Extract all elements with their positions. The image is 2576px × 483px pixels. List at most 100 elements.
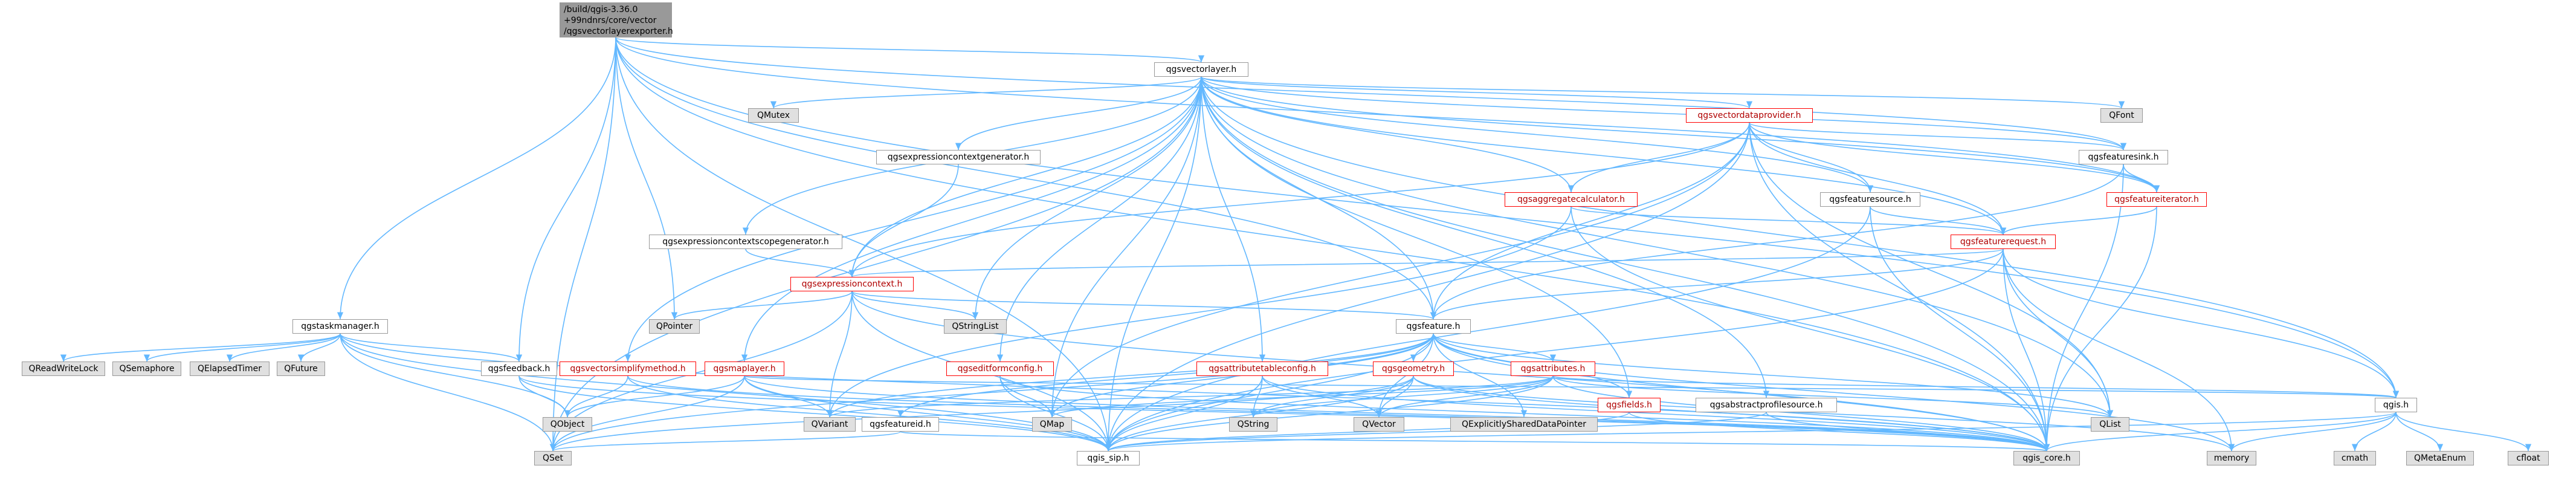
edge-qgsvectorlayer-to-qgsfeaturesink xyxy=(1201,76,2126,151)
edge-qgsfeaturerequest-to-qgis xyxy=(2003,248,2400,398)
edge-qgsfeedback-to-qobject xyxy=(518,375,571,418)
node-qvariant[interactable]: QVariant xyxy=(804,417,856,432)
node-qgsfeaturerequest[interactable]: qgsfeaturerequest.h xyxy=(1951,235,2056,249)
node-qgsgeometry[interactable]: qgsgeometry.h xyxy=(1373,361,1454,376)
node-qvector[interactable]: QVector xyxy=(1354,417,1404,432)
edge-qgsgeometry-to-qgis_core xyxy=(1413,375,2050,452)
edge-qgis-to-memory xyxy=(2228,412,2397,452)
node-qgis-core[interactable]: qgis_core.h xyxy=(2013,451,2080,465)
root-header-node[interactable]: /build/qgis-3.36.0 +99ndnrs/core/vector … xyxy=(560,2,673,37)
edge-qgsvectorlayer-to-qgsexpressioncontext xyxy=(848,76,1202,277)
node-qstring[interactable]: QString xyxy=(1229,417,1277,432)
edge-root-to-qgsfeedback xyxy=(515,37,616,362)
edge-qgsattributes-to-qvector xyxy=(1375,375,1554,418)
edge-qgsvectordataprovider-to-qgis_core xyxy=(1749,122,2050,452)
node-qgsfeatureid[interactable]: qgsfeatureid.h xyxy=(862,417,939,432)
edge-qgis-to-qgis_sip xyxy=(1105,412,2397,452)
edge-qgsfeature-to-qgis_sip xyxy=(1105,333,1434,452)
edge-qgsfeaturesink-to-qgsfeatureiterator xyxy=(2123,164,2160,193)
edge-qgsfeaturerequest-to-memory xyxy=(2003,248,2235,452)
edge-qgsvectorlayer-to-qgseditformconfig xyxy=(996,76,1202,362)
node-qgsvectordataprovider[interactable]: qgsvectordataprovider.h xyxy=(1686,108,1813,123)
edge-root-to-qgsfeaturesink xyxy=(615,37,2126,151)
node-qmutex[interactable]: QMutex xyxy=(748,108,799,123)
node-qobject[interactable]: QObject xyxy=(543,417,592,432)
node-qelapsedtimer[interactable]: QElapsedTimer xyxy=(190,361,270,376)
node-qsemaphore[interactable]: QSemaphore xyxy=(112,361,181,376)
edge-qgsvectorlayer-to-qgis_core xyxy=(1201,76,2050,452)
edge-qgsvectordataprovider-to-qgsfeaturerequest xyxy=(1749,122,2007,235)
edge-qgsfeaturesink-to-qgis_core xyxy=(2043,164,2124,452)
edge-qgsexpressioncontext-to-qstringlist xyxy=(851,291,979,320)
node-qfuture[interactable]: QFuture xyxy=(277,361,325,376)
edge-qgsvectordataprovider-to-qgsfeaturesink xyxy=(1749,122,2126,151)
edge-qgsfeature-to-qgis_core xyxy=(1433,333,2050,452)
edge-qgsvectordataprovider-to-qgsfeaturesource xyxy=(1749,122,1874,193)
node-qgsfields[interactable]: qgsfields.h xyxy=(1598,398,1661,412)
edge-qgsexpressioncontext-to-qpointer xyxy=(671,291,853,320)
edge-qgsattributes-to-qgis_core xyxy=(1552,375,2050,452)
edge-layer xyxy=(60,37,2532,452)
edge-qgsfeaturerequest-to-qgis_core xyxy=(2003,248,2050,452)
node-qmap[interactable]: QMap xyxy=(1032,417,1072,432)
edge-qgsfeaturerequest-to-qgsexpressioncontext xyxy=(849,248,2004,277)
node-qgsexpressioncontextscopegenerator[interactable]: qgsexpressioncontextscopegenerator.h xyxy=(649,235,842,249)
edge-qgsvectorlayer-to-qmutex xyxy=(770,76,1202,109)
edge-qgsmaplayer-to-qset xyxy=(549,375,745,452)
edge-qgsattributes-to-qlist xyxy=(1552,375,2113,418)
edge-qgsattributetableconfig-to-qgis_core xyxy=(1262,375,2050,452)
node-qgsattributetableconfig[interactable]: qgsattributetableconfig.h xyxy=(1196,361,1328,376)
edge-qgsfeaturerequest-to-qgsfeature xyxy=(1430,248,2004,320)
edge-qgsmaplayer-to-qgis_core xyxy=(744,375,2050,452)
node-qgsvectorsimplifymethod[interactable]: qgsvectorsimplifymethod.h xyxy=(560,361,696,376)
edge-qgsattributes-to-qvariant xyxy=(827,375,1554,418)
node-qgsfeatureiterator[interactable]: qgsfeatureiterator.h xyxy=(2106,192,2207,207)
node-qset[interactable]: QSet xyxy=(534,451,572,465)
node-memory[interactable]: memory xyxy=(2207,451,2256,465)
edge-qgstaskmanager-to-qfuture xyxy=(297,333,341,362)
edge-qgsfeedback-to-qgis_sip xyxy=(518,375,1111,452)
node-qgsfeaturesource[interactable]: qgsfeaturesource.h xyxy=(1820,192,1920,207)
node-qgsabstractprofilesource[interactable]: qgsabstractprofilesource.h xyxy=(1696,398,1837,412)
edge-qgsaggregatecalculator-to-qgis_core xyxy=(1570,206,2050,452)
node-qgseditformconfig[interactable]: qgseditformconfig.h xyxy=(946,361,1054,376)
node-qgsvectorlayer[interactable]: qgsvectorlayer.h xyxy=(1154,62,1248,77)
edge-qgsattributes-to-qgis_sip xyxy=(1105,375,1554,452)
node-qmetaenum[interactable]: QMetaEnum xyxy=(2406,451,2474,465)
edge-qgsattributes-to-qstring xyxy=(1250,375,1554,418)
edge-qgsexpressioncontextscopegenerator-to-qgsexpressioncontext xyxy=(745,248,856,277)
node-qpointer[interactable]: QPointer xyxy=(649,319,700,334)
node-qstringlist[interactable]: QStringList xyxy=(944,319,1007,334)
edge-qgsexpressioncontext-to-qgsfeature xyxy=(851,291,1436,320)
node-cmath[interactable]: cmath xyxy=(2334,451,2376,465)
node-qlist[interactable]: QList xyxy=(2091,417,2129,432)
node-qreadwritelock[interactable]: QReadWriteLock xyxy=(22,361,105,376)
node-qfont[interactable]: QFont xyxy=(2100,108,2143,123)
edge-qgsvectorlayer-to-qgsexpressioncontextgenerator xyxy=(955,76,1202,151)
node-qgsexpressioncontextgenerator[interactable]: qgsexpressioncontextgenerator.h xyxy=(876,150,1041,164)
node-qexplicitlyshareddatapointer[interactable]: QExplicitlySharedDataPointer xyxy=(1450,417,1598,432)
node-qgis-sip[interactable]: qgis_sip.h xyxy=(1077,451,1140,465)
edge-qgsaggregatecalculator-to-qgsfeaturerequest xyxy=(1570,206,2006,235)
edge-root-to-qgsvectorlayer xyxy=(615,37,1204,63)
root-label-line-1: /build/qgis-3.36.0 xyxy=(564,5,638,15)
node-qgsfeaturesink[interactable]: qgsfeaturesink.h xyxy=(2079,150,2168,164)
node-qgsfeature[interactable]: qgsfeature.h xyxy=(1396,319,1471,334)
edge-qgsfeaturerequest-to-qlist xyxy=(2003,248,2114,418)
edge-root-to-qgsfeature xyxy=(615,37,1437,320)
node-qgsmaplayer[interactable]: qgsmaplayer.h xyxy=(705,361,784,376)
root-label-line-3: /qgsvectorlayerexporter.h xyxy=(564,27,673,36)
edge-qgsfeaturesink-to-qgsfeature xyxy=(1430,164,2124,320)
node-cfloat[interactable]: cfloat xyxy=(2508,451,2549,465)
node-qgstaskmanager[interactable]: qgstaskmanager.h xyxy=(292,319,388,334)
edge-qgsabstractprofilesource-to-qgis_core xyxy=(1766,412,2050,452)
edge-qgsvectordataprovider-to-qlist xyxy=(1749,122,2114,418)
node-qgsfeedback[interactable]: qgsfeedback.h xyxy=(481,361,557,376)
node-qgis[interactable]: qgis.h xyxy=(2375,398,2417,412)
node-qgsexpressioncontext[interactable]: qgsexpressioncontext.h xyxy=(790,277,914,291)
edge-qgsvectorlayer-to-qgsfeaturerequest xyxy=(1201,76,2007,235)
edge-qgsvectorlayer-to-qfont xyxy=(1201,76,2125,109)
node-qgsattributes[interactable]: qgsattributes.h xyxy=(1511,361,1595,376)
edge-root-to-qpointer xyxy=(615,37,678,320)
node-qgsaggregatecalculator[interactable]: qgsaggregatecalculator.h xyxy=(1505,192,1638,207)
